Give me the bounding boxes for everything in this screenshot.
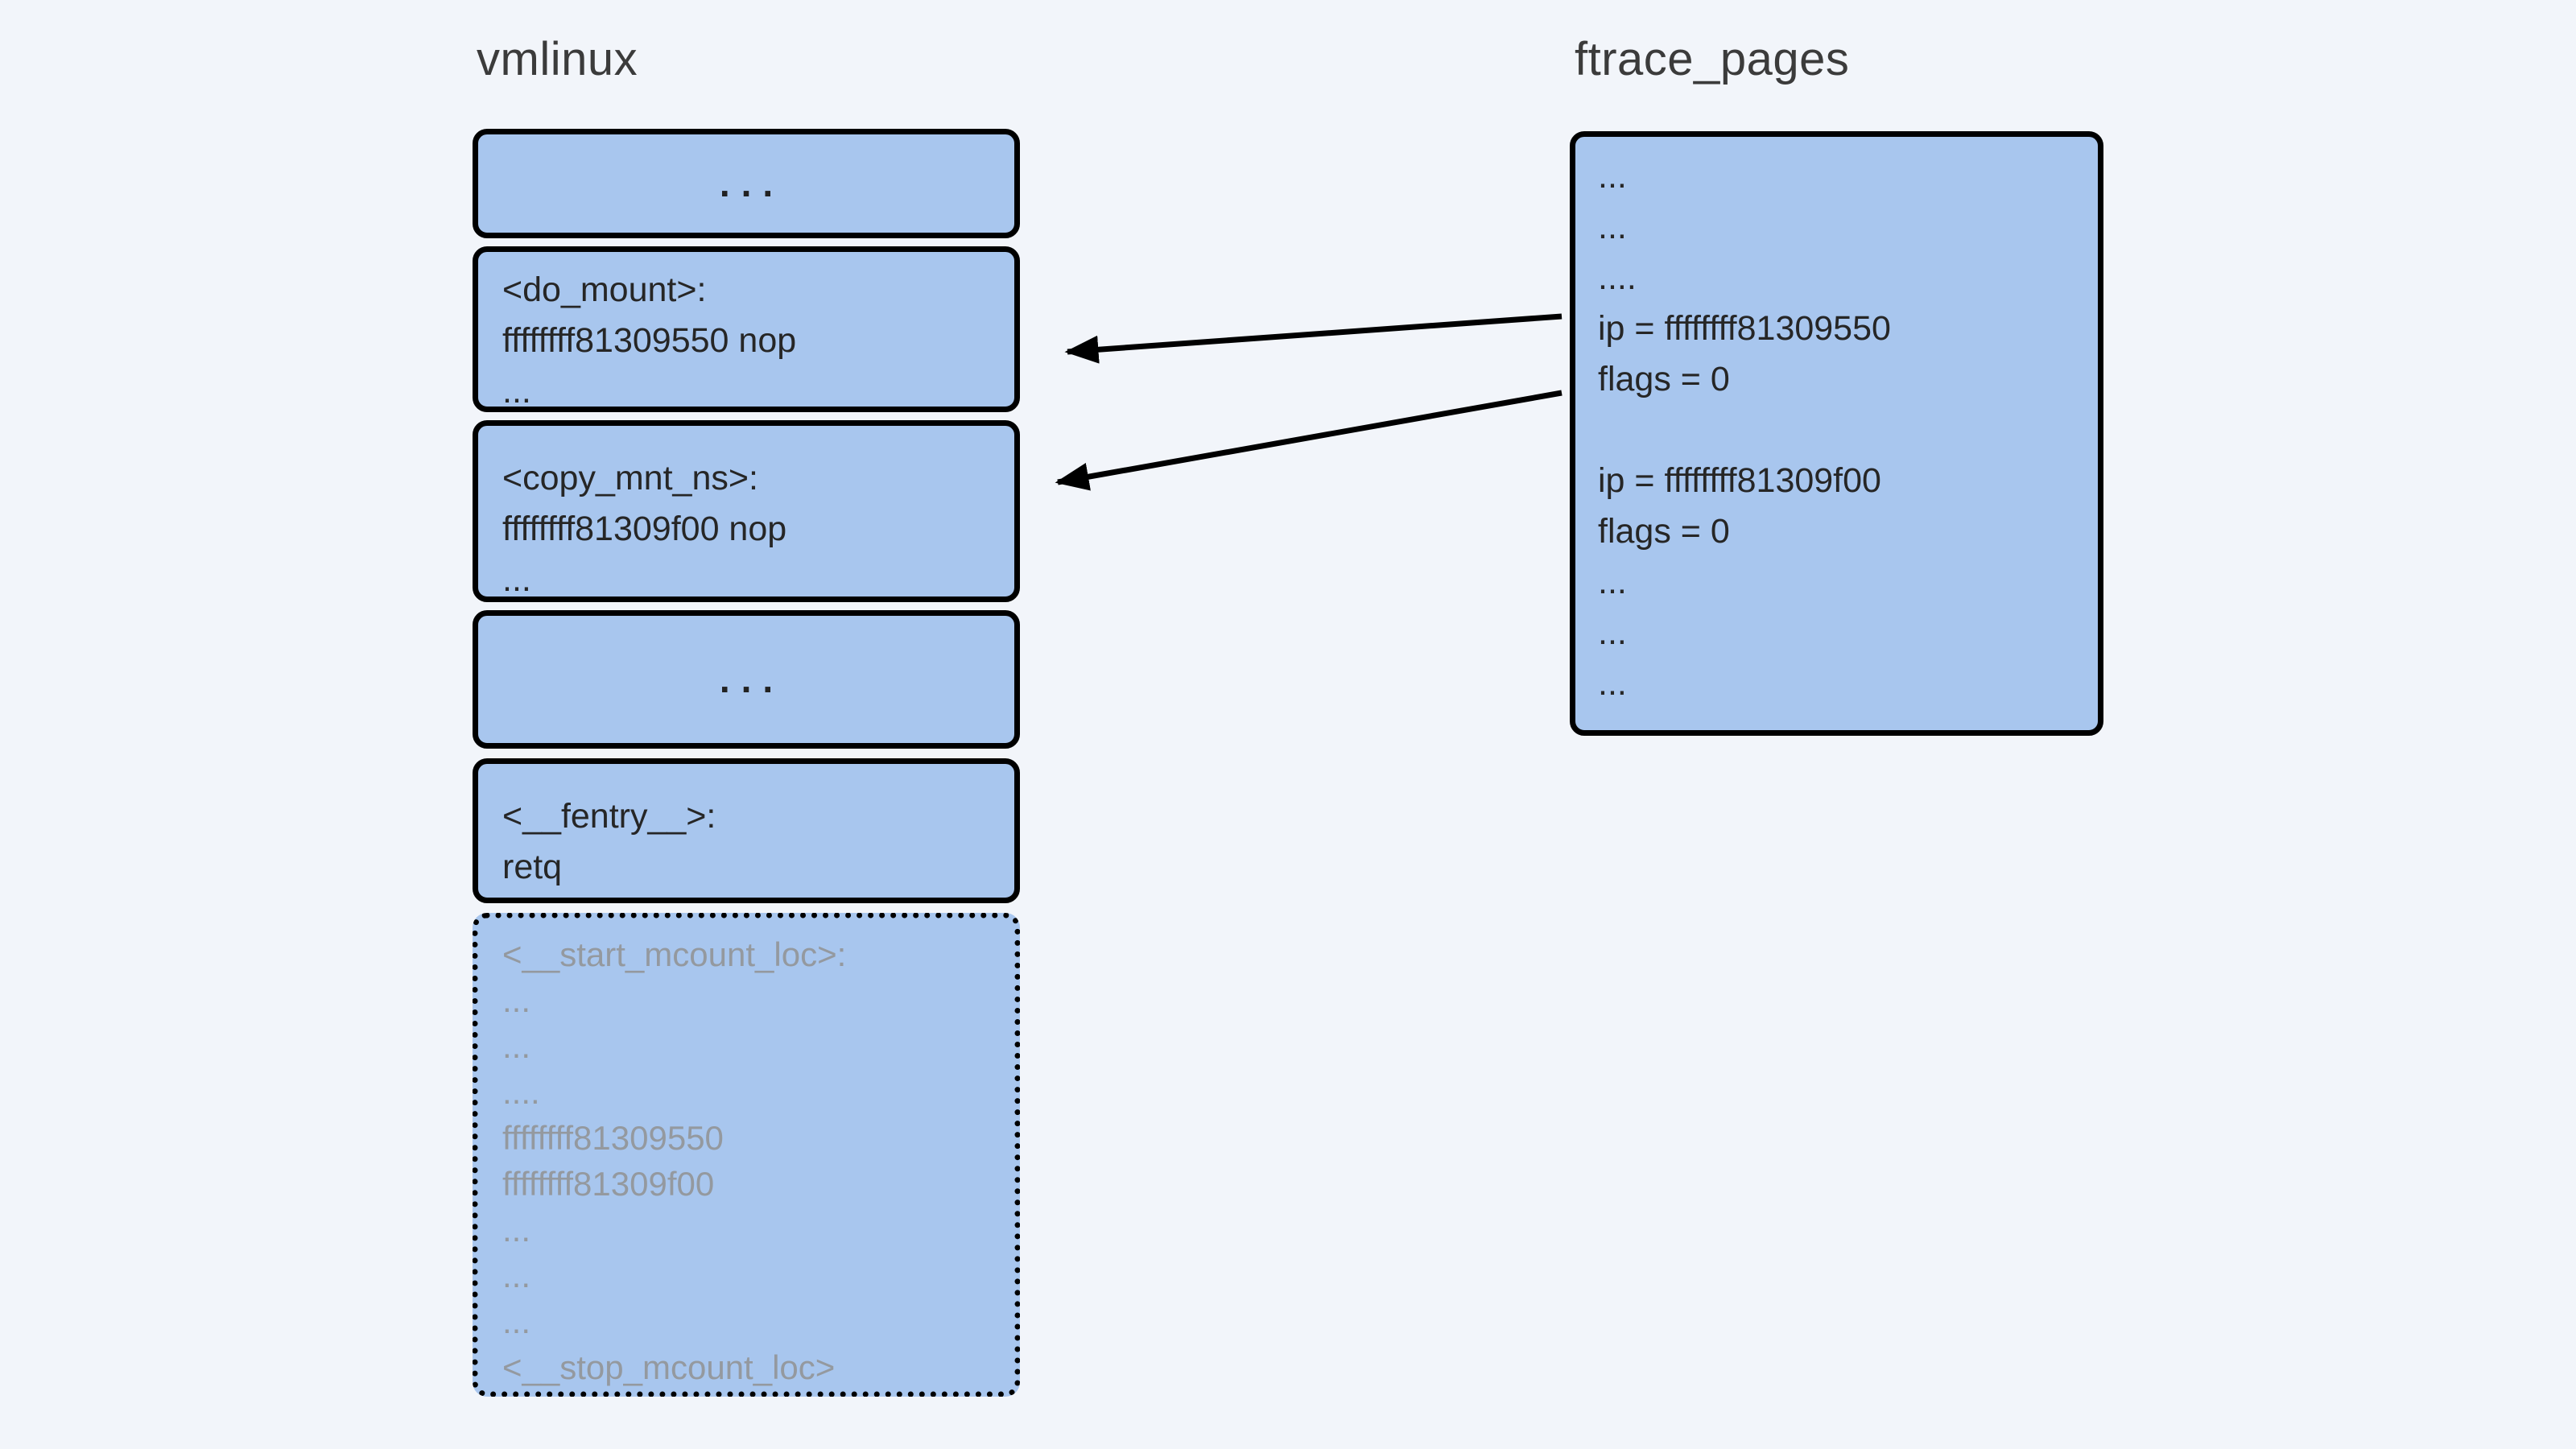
arrow-ip-550-to-do-mount bbox=[1064, 313, 1563, 364]
arrow-ip-f00-to-copy-mnt-ns bbox=[1055, 390, 1563, 491]
copy-mnt-ns-ellipsis: ... bbox=[502, 560, 531, 599]
ftrace-line: ... bbox=[1598, 563, 1627, 601]
mcount-line: ... bbox=[502, 1027, 531, 1065]
ftrace-line: ip = ffffffff81309550 bbox=[1598, 309, 1891, 348]
do-mount-ellipsis: ... bbox=[502, 372, 531, 411]
do-mount-instruction: ffffffff81309550 nop bbox=[502, 321, 797, 360]
mcount-line: .... bbox=[502, 1073, 540, 1111]
ftrace-line bbox=[1598, 405, 2098, 456]
mcount-line: ffffffff81309550 bbox=[502, 1119, 724, 1157]
vmlinux-segment-ellipsis-mid: ... bbox=[473, 610, 1020, 749]
ftrace-line: .... bbox=[1598, 258, 1637, 297]
ftrace-line: ... bbox=[1598, 157, 1627, 196]
fentry-label: <__fentry__>: bbox=[502, 797, 716, 836]
mcount-line: ... bbox=[502, 1302, 531, 1340]
mcount-line: ... bbox=[502, 981, 531, 1019]
copy-mnt-ns-label: <copy_mnt_ns>: bbox=[502, 459, 758, 497]
ftrace-line: flags = 0 bbox=[1598, 512, 1730, 551]
mcount-line: <__stop_mcount_loc> bbox=[502, 1348, 836, 1386]
mcount-line: ... bbox=[502, 1211, 531, 1249]
mcount-line: ... bbox=[502, 1257, 531, 1294]
vmlinux-segment-do-mount: <do_mount>: ffffffff81309550 nop ... bbox=[473, 246, 1020, 412]
vmlinux-segment-fentry: <__fentry__>: retq bbox=[473, 758, 1020, 903]
vmlinux-segment-copy-mnt-ns: <copy_mnt_ns>: ffffffff81309f00 nop ... bbox=[473, 420, 1020, 602]
mcount-line: <__start_mcount_loc>: bbox=[502, 935, 847, 973]
vmlinux-segment-ellipsis-top: ... bbox=[473, 129, 1020, 238]
vmlinux-segment-mcount-loc: <__start_mcount_loc>: ... ... .... fffff… bbox=[473, 913, 1020, 1397]
ftrace-pages-box: ... ... .... ip = ffffffff81309550 flags… bbox=[1570, 131, 2103, 736]
ftrace-line: ... bbox=[1598, 208, 1627, 246]
ftrace-line: flags = 0 bbox=[1598, 360, 1730, 398]
ftrace-line: ... bbox=[1598, 664, 1627, 703]
do-mount-label: <do_mount>: bbox=[502, 270, 707, 309]
vmlinux-title: vmlinux bbox=[477, 33, 638, 85]
ftrace-line: ip = ffffffff81309f00 bbox=[1598, 461, 1881, 500]
copy-mnt-ns-instruction: ffffffff81309f00 nop bbox=[502, 510, 787, 548]
ftrace-pages-title: ftrace_pages bbox=[1575, 33, 1850, 85]
fentry-instruction: retq bbox=[502, 848, 563, 886]
ftrace-line: ... bbox=[1598, 613, 1627, 652]
mcount-line: ffffffff81309f00 bbox=[502, 1165, 715, 1203]
